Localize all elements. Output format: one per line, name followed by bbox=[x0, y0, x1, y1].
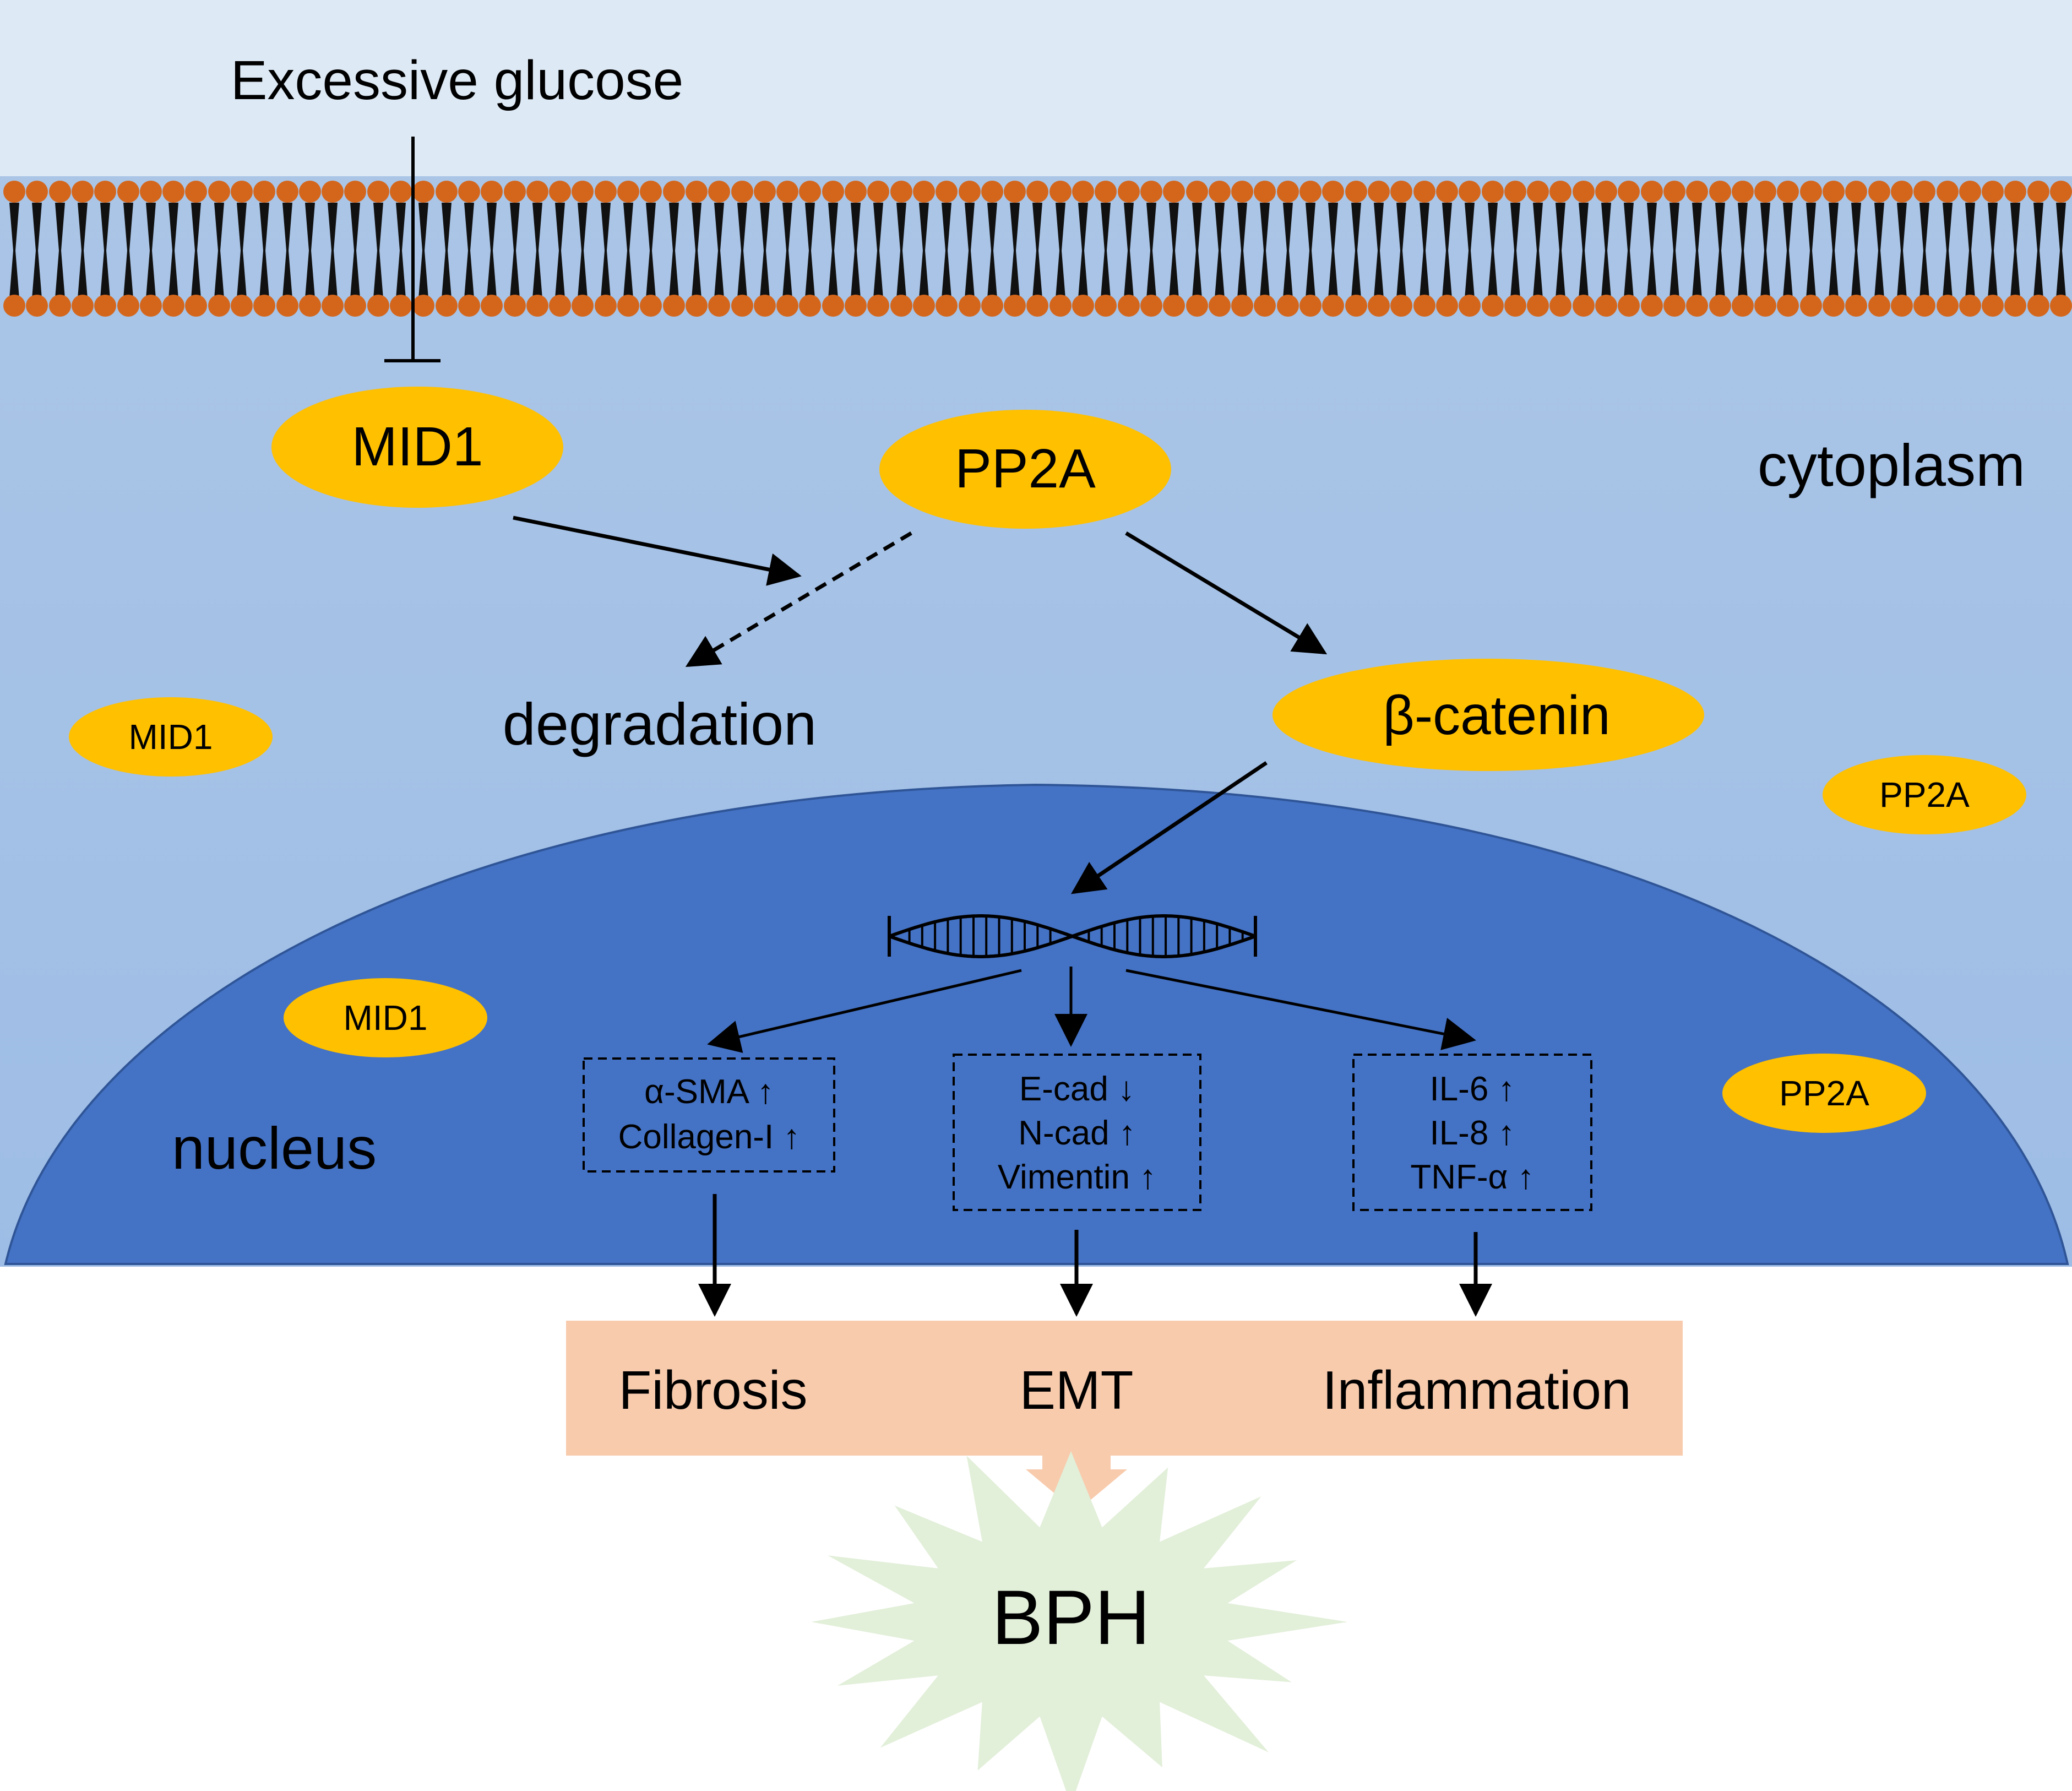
pp2a-nucleus-label: PP2A bbox=[1779, 1073, 1869, 1113]
pp2a-cytoplasm-label: PP2A bbox=[1879, 775, 1970, 815]
arrow-pp2a-to-beta-catenin bbox=[1125, 531, 1328, 655]
dashed-arrow-pp2a-to-degradation bbox=[685, 531, 912, 667]
pp2a-main-ellipse bbox=[879, 410, 1171, 529]
inflammation-marker-2: IL-8 ↑ bbox=[1429, 1114, 1515, 1152]
dna-helix-icon bbox=[888, 914, 1257, 958]
outcome-fibrosis-label: Fibrosis bbox=[618, 1360, 807, 1420]
extracellular-space bbox=[0, 0, 2072, 182]
beta-catenin-label: β-catenin bbox=[1383, 685, 1610, 746]
nucleus-label: nucleus bbox=[172, 1115, 377, 1181]
bph-label: BPH bbox=[992, 1574, 1150, 1660]
mid1-main-ellipse bbox=[271, 387, 563, 508]
bph-burst-shape bbox=[811, 1451, 1348, 1791]
beta-catenin-ellipse bbox=[1272, 659, 1704, 771]
mid1-nucleus-label: MID1 bbox=[344, 998, 428, 1038]
arrow-dna-to-inflammation-markers bbox=[1125, 969, 1476, 1050]
outcome-emt-label: EMT bbox=[1020, 1360, 1134, 1420]
emt-marker-2: N-cad ↑ bbox=[1018, 1114, 1136, 1152]
cell-membrane bbox=[3, 181, 2072, 317]
inflammation-marker-3: TNF-α ↑ bbox=[1410, 1158, 1534, 1196]
arrow-beta-catenin-to-dna bbox=[1071, 761, 1268, 894]
pp2a-main-label: PP2A bbox=[955, 438, 1096, 500]
emt-marker-3: Vimentin ↑ bbox=[998, 1158, 1156, 1196]
pp2a-cytoplasm-ellipse bbox=[1823, 755, 2026, 834]
outcome-inflammation-label: Inflammation bbox=[1322, 1360, 1631, 1420]
emt-marker-1: E-cad ↓ bbox=[1019, 1070, 1135, 1108]
fibrosis-marker-1: α-SMA ↑ bbox=[644, 1073, 774, 1111]
fibrosis-markers-box bbox=[583, 1057, 835, 1173]
inflammation-markers-box bbox=[1352, 1054, 1592, 1211]
mid1-main-label: MID1 bbox=[352, 416, 483, 477]
outcome-box bbox=[566, 1321, 1683, 1456]
emt-markers-box bbox=[953, 1054, 1201, 1211]
nucleus-region bbox=[4, 783, 2069, 1265]
fibrosis-marker-2: Collagen-I ↑ bbox=[618, 1118, 801, 1156]
stimulus-label: Excessive glucose bbox=[231, 50, 684, 111]
arrow-mid1-to-degradation bbox=[513, 515, 802, 586]
mid1-nucleus-ellipse bbox=[284, 978, 487, 1057]
cytoplasm-label: cytoplasm bbox=[1758, 432, 2025, 498]
mid1-cytoplasm-label: MID1 bbox=[129, 717, 213, 757]
arrow-dna-to-fibrosis-markers bbox=[707, 969, 1022, 1053]
mid1-cytoplasm-ellipse bbox=[69, 697, 273, 777]
inflammation-marker-1: IL-6 ↑ bbox=[1429, 1070, 1515, 1108]
pp2a-nucleus-ellipse bbox=[1722, 1054, 1926, 1133]
degradation-label: degradation bbox=[503, 691, 817, 757]
